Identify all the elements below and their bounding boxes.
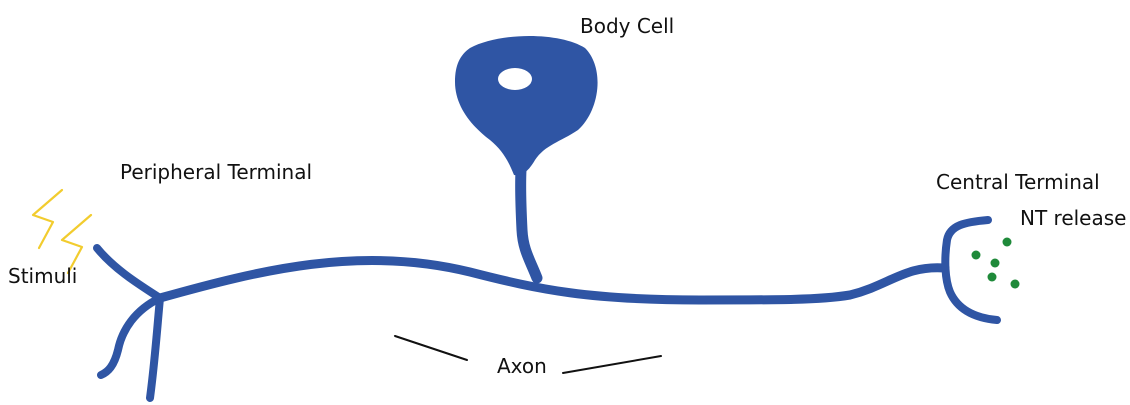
- label-stimuli: Stimuli: [8, 266, 77, 286]
- peripheral-branch-upper: [97, 248, 160, 298]
- neurotransmitter-dot: [991, 259, 1000, 268]
- neurotransmitter-dot: [972, 251, 981, 260]
- axon-pointer-left: [395, 336, 467, 360]
- label-nt-release: NT release: [1020, 208, 1126, 228]
- label-central-terminal: Central Terminal: [936, 172, 1100, 192]
- central-terminal-hook: [945, 220, 997, 320]
- label-peripheral-terminal: Peripheral Terminal: [120, 162, 312, 182]
- label-axon: Axon: [497, 356, 547, 376]
- axon-path: [160, 260, 945, 300]
- neurotransmitter-dot: [988, 273, 997, 282]
- soma-stem: [521, 170, 537, 278]
- label-body-cell: Body Cell: [580, 16, 674, 36]
- neurotransmitter-dot: [1011, 280, 1020, 289]
- body-cell-soma: [455, 36, 598, 175]
- nucleus: [498, 68, 532, 90]
- lightning-bolt-icon: [33, 190, 62, 248]
- neurotransmitter-dot: [1003, 238, 1012, 247]
- axon-pointer-right: [563, 356, 661, 373]
- peripheral-branch-down: [150, 298, 160, 398]
